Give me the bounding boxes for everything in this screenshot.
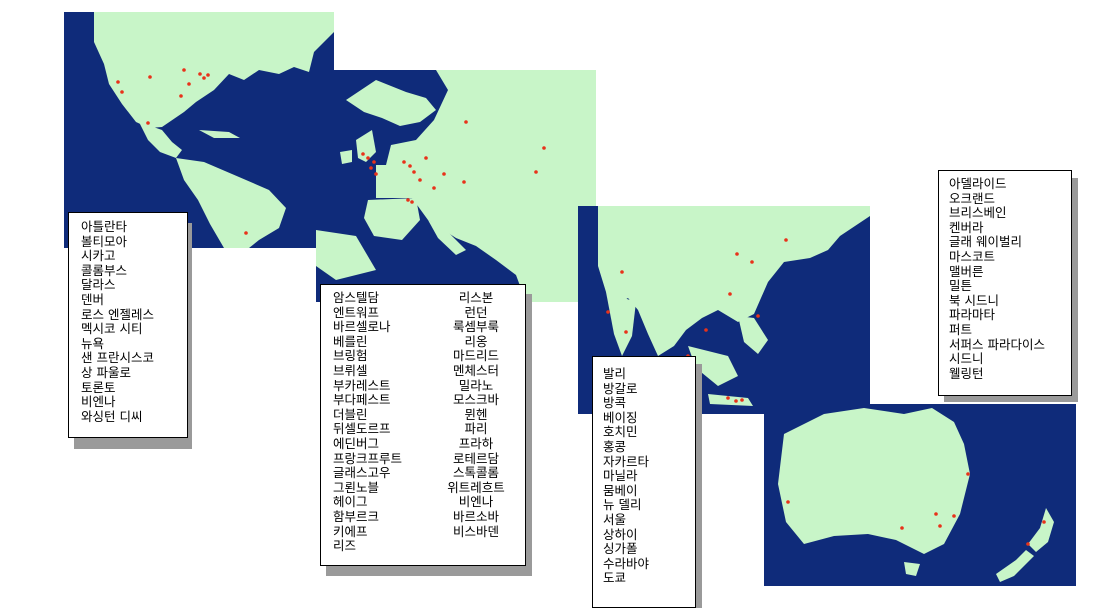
city-label: 퍼트 [949, 321, 973, 337]
city-label: 암스텔담 [333, 290, 380, 305]
city-label: 파라마타 [949, 307, 996, 323]
americas-map-graphic [64, 12, 334, 248]
city-label: 밀라노 [458, 377, 494, 393]
city-label: 멘체스터 [452, 362, 499, 378]
oceania-city-list: 아델라이드 오크랜드 브리스베인 켄버라 글래 웨이벌리 마스코트 맬버른 밀튼… [938, 170, 1072, 396]
oceania-map-graphic [764, 404, 1076, 586]
city-label: 상하이 [603, 526, 638, 542]
city-label: 함부르크 [333, 508, 380, 524]
city-label: 스톡콜롬 [452, 465, 499, 481]
city-label: 서퍼스 파라다이스 [949, 336, 1045, 352]
city-label: 에딘버그 [333, 435, 380, 451]
city-label: 상 파울로 [81, 364, 131, 380]
city-label: 브리스베인 [949, 205, 1007, 221]
city-label: 바르셀로나 [333, 319, 391, 335]
city-label: 뭄베이 [603, 482, 638, 498]
city-label: 자카르타 [603, 453, 650, 469]
city-label: 뒤셀도르프 [333, 421, 391, 437]
city-label: 수라바야 [603, 555, 650, 571]
city-label: 뮌헨 [464, 406, 488, 422]
city-label: 마닐라 [603, 468, 638, 484]
city-label: 위트레흐트 [447, 479, 505, 495]
city-label: 북 시드니 [949, 292, 999, 308]
city-label: 더블린 [333, 406, 368, 422]
city-label: 홍콩 [603, 438, 627, 454]
city-label: 그뢴노블 [333, 479, 380, 495]
city-label: 프랑크프루트 [333, 450, 403, 466]
city-label: 싱가폴 [603, 541, 638, 557]
europe-map [316, 70, 596, 302]
americas-map [64, 12, 334, 248]
city-label: 도쿄 [603, 570, 627, 586]
city-label: 서울 [603, 511, 627, 527]
city-label: 엔트워프 [333, 304, 380, 320]
city-label: 브링험 [333, 348, 368, 364]
city-label: 샌 프란시스코 [81, 350, 154, 366]
city-label: 콜롬부스 [81, 262, 128, 278]
city-label: 리스본 [458, 290, 494, 305]
city-label: 베이징 [603, 409, 638, 425]
city-label: 멕시코 시티 [81, 321, 143, 337]
city-label: 방갈로 [603, 380, 638, 396]
city-label: 뉴 델리 [603, 497, 642, 513]
city-label: 켄버라 [949, 219, 984, 235]
city-label: 뉴욕 [81, 335, 105, 351]
city-label: 헤이그 [333, 494, 368, 510]
city-label: 리즈 [333, 538, 357, 554]
europe-city-column-left: 암스텔담 엔트워프 바르셀로나 베를린 브링험 브뤼셀 부카레스트 부다페스트 … [333, 290, 403, 554]
city-label: 달라스 [81, 277, 116, 293]
city-label: 볼티모아 [81, 233, 128, 249]
city-label: 프라하 [458, 435, 494, 451]
europe-city-column-right: 리스본 런던 룩셈부룩 리옹 마드리드 멘체스터 밀라노 모스크바 뮌헨 파리 … [431, 290, 521, 539]
city-label: 베를린 [333, 333, 368, 349]
city-label: 덴버 [81, 291, 105, 307]
city-label: 부카레스트 [333, 377, 391, 393]
oceania-city-column: 아델라이드 오크랜드 브리스베인 켄버라 글래 웨이벌리 마스코트 맬버른 밀튼… [949, 176, 1045, 381]
city-label: 웰링턴 [949, 365, 984, 381]
city-label: 비엔나 [458, 494, 494, 510]
city-label: 리옹 [464, 333, 488, 349]
city-label: 시카고 [81, 248, 116, 264]
city-label: 파리 [464, 421, 488, 437]
city-label: 비엔나 [81, 394, 116, 410]
city-label: 발리 [603, 366, 627, 381]
europe-map-graphic [316, 70, 596, 302]
city-label: 방콕 [603, 395, 627, 411]
city-label: 로테르담 [452, 450, 499, 466]
city-label: 아델라이드 [949, 176, 1007, 191]
oceania-map [764, 404, 1076, 586]
city-label: 오크랜드 [949, 190, 996, 206]
city-label: 부다페스트 [333, 392, 391, 408]
city-label: 밀튼 [949, 278, 973, 294]
city-label: 런던 [464, 304, 488, 320]
city-label: 룩셈부룩 [452, 319, 499, 335]
city-label: 맬버른 [949, 263, 984, 279]
city-label: 비스바덴 [452, 523, 499, 539]
city-label: 글래스고우 [333, 465, 391, 481]
city-label: 로스 엔젤레스 [81, 306, 154, 322]
city-label: 시드니 [949, 351, 984, 367]
americas-city-list: 아틀란타 볼티모아 시카고 콜롬부스 달라스 덴버 로스 엔젤레스 멕시코 시티… [68, 212, 188, 438]
city-label: 토론토 [81, 379, 116, 395]
city-label: 마스코트 [949, 248, 996, 264]
city-label: 키에프 [333, 523, 368, 539]
city-label: 바르소바 [452, 508, 499, 524]
city-label: 마드리드 [452, 348, 499, 364]
city-label: 브뤼셀 [333, 362, 368, 378]
city-label: 아틀란타 [81, 219, 128, 234]
asia-city-column: 발리 방갈로 방콕 베이징 호치민 홍콩 자카르타 마닐라 뭄베이 뉴 델리 서… [603, 366, 650, 586]
city-label: 와싱턴 디씨 [81, 408, 143, 424]
americas-city-column: 아틀란타 볼티모아 시카고 콜롬부스 달라스 덴버 로스 엔젤레스 멕시코 시티… [81, 219, 154, 424]
europe-city-list: 암스텔담 엔트워프 바르셀로나 베를린 브링험 브뤼셀 부카레스트 부다페스트 … [320, 284, 526, 566]
city-label: 호치민 [603, 424, 638, 440]
city-label: 글래 웨이벌리 [949, 234, 1022, 250]
asia-city-list: 발리 방갈로 방콕 베이징 호치민 홍콩 자카르타 마닐라 뭄베이 뉴 델리 서… [592, 356, 696, 608]
city-label: 모스크바 [452, 392, 499, 408]
